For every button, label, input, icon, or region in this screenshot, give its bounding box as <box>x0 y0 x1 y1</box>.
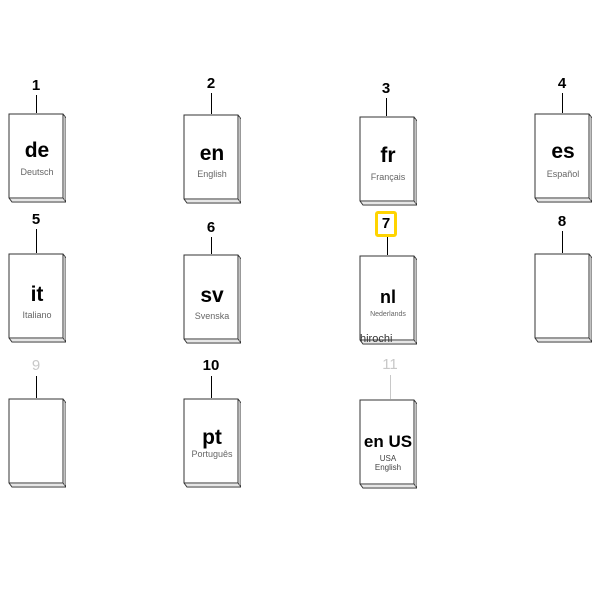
language-name: Français <box>370 172 406 182</box>
leader-line-9 <box>36 376 37 398</box>
language-code: nl <box>380 287 396 307</box>
part-number-8[interactable]: 8 <box>557 213 567 230</box>
manual-book-sv[interactable]: sv Svenska <box>183 254 241 344</box>
language-code: en US <box>363 432 413 451</box>
part-number-10[interactable]: 10 <box>202 357 220 374</box>
language-name: English <box>374 463 402 472</box>
leader-line-3 <box>386 98 387 116</box>
part-number-2[interactable]: 2 <box>206 75 216 92</box>
language-code: it <box>30 283 44 306</box>
book-pages <box>183 114 241 204</box>
manual-book-en-us[interactable]: en US USA English <box>359 399 417 489</box>
manual-book-de[interactable]: de Deutsch <box>8 113 66 203</box>
book-pages <box>534 253 592 343</box>
language-name: Nederlands <box>370 311 406 318</box>
language-name: Deutsch <box>20 167 54 177</box>
book-pages <box>183 254 241 344</box>
part-number-7-highlighted[interactable]: 7 <box>375 211 397 237</box>
language-code: de <box>24 139 50 162</box>
leader-line-6 <box>211 237 212 254</box>
leader-line-5 <box>36 229 37 253</box>
book-pages <box>8 398 66 488</box>
leader-line-10 <box>211 376 212 398</box>
manual-book-nl[interactable]: nl Nederlands <box>359 255 417 345</box>
book-pages <box>359 255 417 345</box>
language-code: pt <box>202 426 222 449</box>
part-number-9[interactable]: 9 <box>31 357 41 374</box>
manual-book-blank-8[interactable] <box>534 253 592 343</box>
manual-book-it[interactable]: it Italiano <box>8 253 66 343</box>
manual-book-en[interactable]: en English <box>183 114 241 204</box>
part-number-3[interactable]: 3 <box>381 80 391 97</box>
language-name: Português <box>191 449 233 459</box>
book-pages <box>8 253 66 343</box>
language-name: Svenska <box>194 311 230 321</box>
manual-book-blank-9[interactable] <box>8 398 66 488</box>
book-pages <box>534 113 592 203</box>
leader-line-11 <box>390 375 391 399</box>
part-number-6[interactable]: 6 <box>206 219 216 236</box>
watermark-text: hirochi <box>360 333 393 345</box>
language-code: sv <box>200 284 224 307</box>
leader-line-8 <box>562 231 563 253</box>
part-number-5[interactable]: 5 <box>31 211 41 228</box>
language-code: fr <box>380 144 396 167</box>
language-name: Italiano <box>22 310 52 320</box>
book-pages <box>8 113 66 203</box>
book-pages <box>183 398 241 488</box>
part-number-1[interactable]: 1 <box>31 77 41 94</box>
manual-book-es[interactable]: es Español <box>534 113 592 203</box>
leader-line-7 <box>387 237 388 255</box>
language-code: es <box>551 140 575 163</box>
leader-line-1 <box>36 95 37 113</box>
language-code: en <box>199 142 225 165</box>
book-pages <box>359 399 417 489</box>
part-number-4[interactable]: 4 <box>557 75 567 92</box>
language-name: Español <box>546 169 580 179</box>
language-name: English <box>197 169 227 179</box>
leader-line-4 <box>562 93 563 113</box>
leader-line-2 <box>211 93 212 114</box>
manual-book-pt[interactable]: pt Português <box>183 398 241 488</box>
region-name: USA <box>379 454 397 463</box>
book-pages <box>359 116 417 206</box>
manual-book-fr[interactable]: fr Français <box>359 116 417 206</box>
part-number-11[interactable]: 11 <box>382 356 398 373</box>
